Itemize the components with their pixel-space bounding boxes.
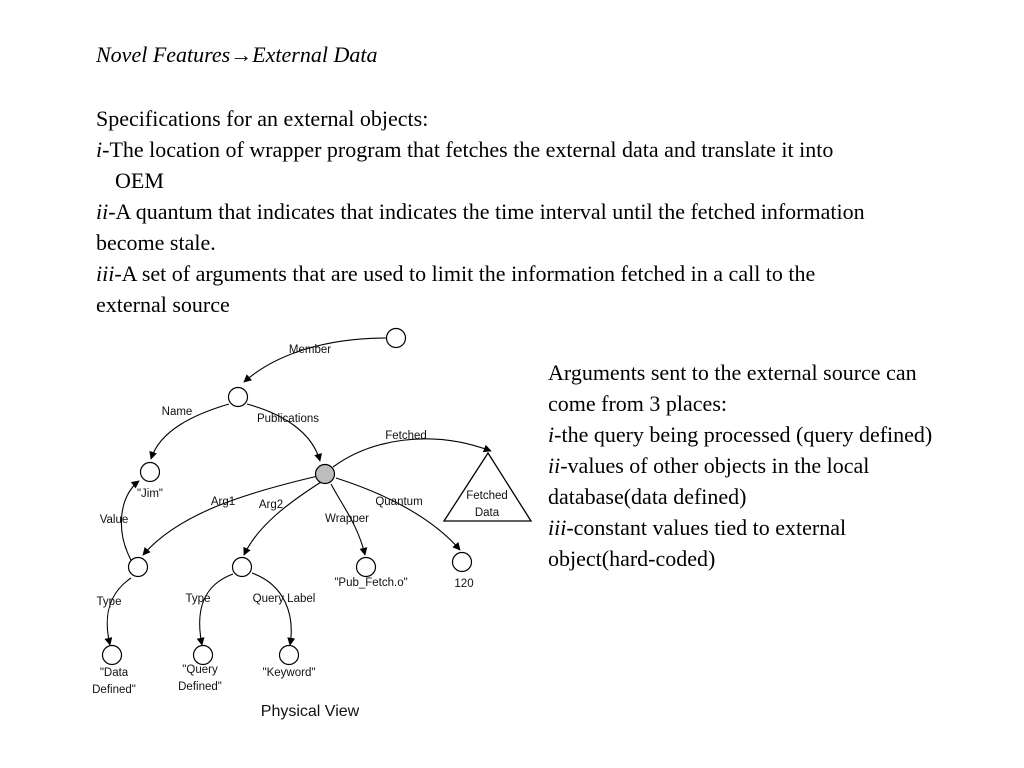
root-node bbox=[385, 327, 407, 349]
slide-title: Novel Features→External Data bbox=[96, 42, 377, 68]
title-prefix: Novel Features bbox=[96, 42, 231, 67]
arg-item-3-continuation: object(hard-coded) bbox=[548, 546, 716, 571]
member-node bbox=[227, 386, 249, 408]
arg-item-2: ii-values of other objects in the local bbox=[548, 450, 1008, 481]
arg-item-1-number: i bbox=[548, 422, 555, 447]
leaf-quantum-value: 120 bbox=[454, 578, 473, 590]
edge-quantum bbox=[335, 477, 461, 551]
arg-item-2-text: -values of other objects in the local bbox=[560, 453, 870, 478]
arg-item-3-number: iii bbox=[548, 515, 567, 540]
label-quantum: Quantum bbox=[375, 496, 422, 508]
leaf-pub-fetch: "Pub_Fetch.o" bbox=[334, 577, 407, 589]
spec-item-3-number: iii bbox=[96, 261, 115, 286]
fetched-data-label-2: Data bbox=[475, 507, 500, 519]
fetched-data-label-1: Fetched bbox=[466, 490, 508, 502]
leaf-jim: "Jim" bbox=[137, 488, 163, 500]
edge-arg1 bbox=[142, 475, 319, 556]
right-arrow-icon: → bbox=[230, 42, 253, 67]
leaf-data-defined-1: "Data bbox=[100, 667, 129, 679]
arguments-block: Arguments sent to the external source ca… bbox=[548, 357, 1008, 574]
edge-query-label bbox=[251, 572, 296, 646]
arg-item-1-text: -the query being processed (query define… bbox=[554, 422, 933, 447]
leaf-query-defined-1: "Query bbox=[182, 664, 218, 676]
label-name: Name bbox=[162, 406, 193, 418]
edge-wrapper bbox=[330, 483, 368, 556]
specifications-heading: Specifications for an external objects: bbox=[96, 106, 429, 131]
title-suffix: External Data bbox=[252, 42, 378, 67]
label-value: Value bbox=[100, 514, 129, 526]
diagram-caption: Physical View bbox=[261, 703, 360, 720]
wrapper-node bbox=[355, 556, 377, 578]
external-object-node bbox=[314, 463, 336, 485]
leaf-keyword: "Keyword" bbox=[263, 667, 316, 679]
label-query-label: Query Label bbox=[253, 593, 316, 605]
arg-item-3: iii-constant values tied to external bbox=[548, 512, 1008, 543]
label-publications: Publications bbox=[257, 413, 319, 425]
label-arg1: Arg1 bbox=[211, 496, 235, 508]
spec-item-2-number: ii bbox=[96, 199, 109, 224]
spec-item-1-number: i bbox=[96, 137, 103, 162]
spec-item-2: ii-A quantum that indicates that indicat… bbox=[96, 196, 1001, 227]
spec-item-3-continuation: external source bbox=[96, 292, 230, 317]
spec-item-1-continuation: OEM bbox=[115, 168, 164, 193]
edge-type-1 bbox=[104, 577, 132, 646]
spec-item-2-continuation: become stale. bbox=[96, 230, 216, 255]
quantum-node bbox=[451, 551, 473, 573]
label-member: Member bbox=[289, 344, 331, 356]
spec-item-3: iii-A set of arguments that are used to … bbox=[96, 258, 1001, 289]
spec-item-3-text: -A set of arguments that are used to lim… bbox=[114, 261, 816, 286]
leaf-query-defined-2: Defined" bbox=[178, 681, 222, 693]
edge-name bbox=[149, 403, 230, 460]
edge-type-2 bbox=[196, 573, 234, 646]
spec-item-1: i-The location of wrapper program that f… bbox=[96, 134, 1001, 165]
keyword-node bbox=[278, 644, 300, 666]
spec-item-1-text: -The location of wrapper program that fe… bbox=[102, 137, 834, 162]
arg2-node bbox=[231, 556, 253, 578]
label-type-2: Type bbox=[186, 593, 211, 605]
edge-fetched bbox=[332, 438, 492, 468]
fetched-data-triangle bbox=[442, 451, 533, 522]
edge-publications bbox=[246, 403, 322, 462]
arg1-node bbox=[127, 556, 149, 578]
arguments-line-1: Arguments sent to the external source ca… bbox=[548, 360, 917, 385]
label-arg2: Arg2 bbox=[259, 499, 283, 511]
edge-value bbox=[120, 480, 140, 561]
label-wrapper: Wrapper bbox=[325, 513, 369, 525]
arg-item-2-continuation: database(data defined) bbox=[548, 484, 747, 509]
jim-node bbox=[139, 461, 161, 483]
query-defined-node bbox=[192, 644, 214, 666]
label-type-1: Type bbox=[97, 596, 122, 608]
arguments-line-2: come from 3 places: bbox=[548, 391, 727, 416]
arg-item-3-text: -constant values tied to external bbox=[566, 515, 847, 540]
label-fetched: Fetched bbox=[385, 430, 427, 442]
arg-item-2-number: ii bbox=[548, 453, 561, 478]
arg-item-1: i-the query being processed (query defin… bbox=[548, 419, 1008, 450]
specifications-block: Specifications for an external objects: … bbox=[96, 103, 1001, 320]
leaf-data-defined-2: Defined" bbox=[92, 684, 136, 696]
spec-item-2-text: -A quantum that indicates that indicates… bbox=[108, 199, 865, 224]
edge-arg2 bbox=[243, 481, 322, 556]
edge-member bbox=[243, 337, 387, 383]
data-defined-node bbox=[101, 644, 123, 666]
